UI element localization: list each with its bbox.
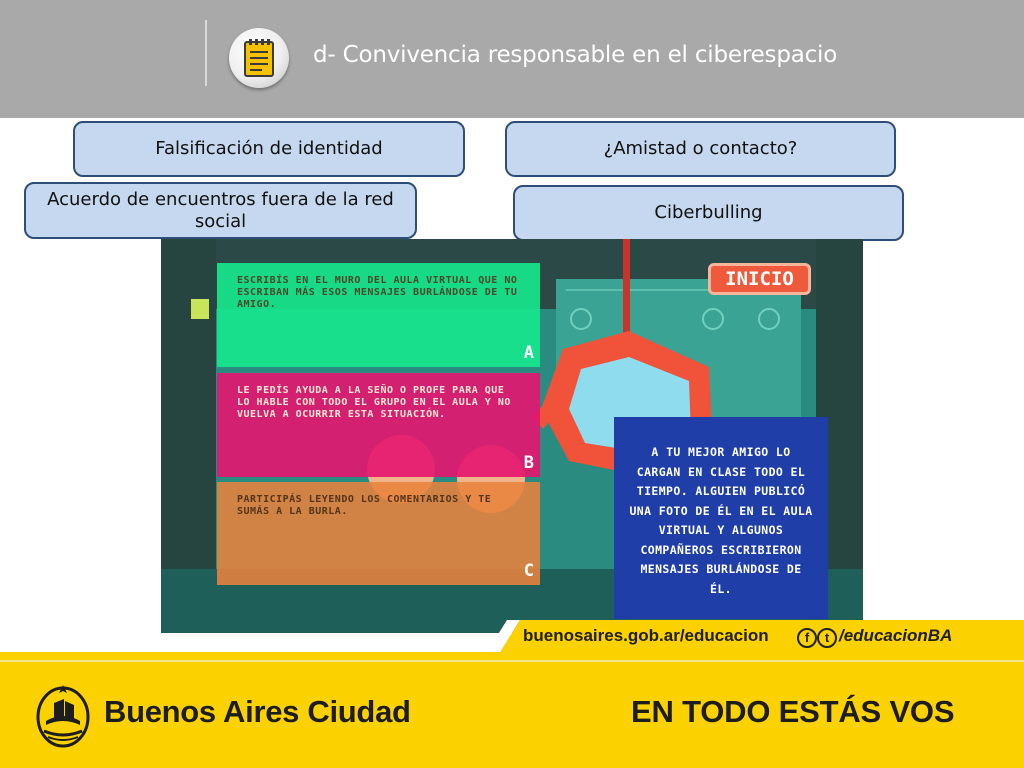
footer-divider (0, 660, 1024, 662)
topic-button-cyberbullying[interactable]: Ciberbulling (513, 185, 904, 241)
notepad-icon (229, 28, 289, 88)
city-name: Buenos Aires Ciudad (104, 694, 411, 729)
facebook-icon[interactable]: f (797, 628, 817, 648)
social-handle[interactable]: /educacionBA (839, 626, 953, 645)
start-button[interactable]: INICIO (708, 263, 811, 295)
answer-option-a-letter: A (523, 343, 534, 363)
answer-option-a-text: Escribís en el muro del aula virtual que… (237, 275, 518, 310)
answer-option-a[interactable]: Escribís en el muro del aula virtual que… (217, 263, 540, 367)
game-scene: Escribís en el muro del aula virtual que… (161, 239, 863, 633)
slide-header (0, 0, 1024, 118)
page-title: d- Convivencia responsable en el ciberes… (313, 42, 838, 68)
answer-option-c-letter: C (523, 561, 534, 581)
answer-option-b[interactable]: Le pedís ayuda a la seño o profe para qu… (217, 373, 540, 477)
website-link[interactable]: buenosaires.gob.ar/educacion (523, 626, 769, 645)
footer-band (0, 652, 1024, 768)
answer-option-c-text: Participás leyendo los comentarios y te … (237, 494, 492, 517)
topic-button-friendship-or-contact[interactable]: ¿Amistad o contacto? (505, 121, 896, 177)
url-bar (487, 620, 1024, 652)
answer-option-b-letter: B (523, 453, 534, 473)
story-text: A tu mejor amigo lo cargan en clase todo… (629, 445, 813, 596)
story-panel: A tu mejor amigo lo cargan en clase todo… (614, 417, 828, 619)
answer-option-c[interactable]: Participás leyendo los comentarios y te … (217, 482, 540, 585)
topic-button-identity-falsification[interactable]: Falsificación de identidad (73, 121, 465, 177)
answer-option-b-text: Le pedís ayuda a la seño o profe para qu… (237, 385, 511, 420)
header-divider (205, 20, 207, 86)
city-crest-icon (34, 681, 92, 753)
twitter-icon[interactable]: t (817, 628, 837, 648)
topic-button-offline-meetings[interactable]: Acuerdo de encuentros fuera de la red so… (24, 182, 417, 239)
slogan: EN TODO ESTÁS VOS (631, 694, 955, 729)
